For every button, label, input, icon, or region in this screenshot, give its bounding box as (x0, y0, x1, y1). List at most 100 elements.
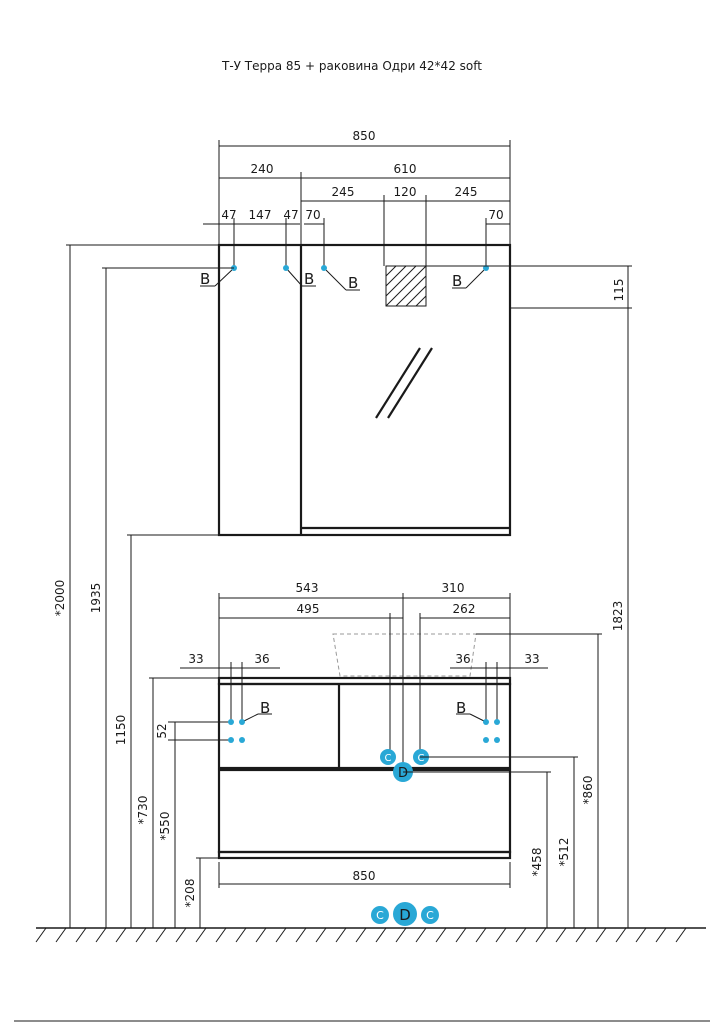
dim-47-b: 47 (283, 208, 298, 222)
floor-hatch-mark (255, 927, 267, 943)
connection-point-icon (483, 719, 489, 725)
dim-36-left: 36 (254, 652, 269, 666)
floor-hatch-mark (495, 927, 507, 943)
dim-h730: *730 (136, 796, 150, 825)
dim-33-right: 33 (524, 652, 539, 666)
dim-h2000: *2000 (53, 580, 67, 617)
height-dimension-lines (66, 244, 629, 928)
d-marker-label: D (399, 906, 411, 924)
floor-hatch-mark (315, 927, 327, 943)
floor-hatch-mark (275, 927, 287, 943)
b-marker-label: B (456, 699, 466, 717)
connection-point-icon (228, 719, 234, 725)
floor-hatch-mark (575, 927, 587, 943)
d-marker-label: D (398, 766, 408, 781)
c-marker-label: C (376, 909, 384, 922)
floor-hatch-mark (35, 927, 47, 943)
dim-115-lines (426, 265, 632, 309)
floor-line (35, 927, 706, 943)
dim-245-left: 245 (332, 185, 355, 199)
floor-hatch-mark (55, 927, 67, 943)
connection-point-icon (494, 719, 500, 725)
floor-hatch-mark (475, 927, 487, 943)
floor-hatch-mark (355, 927, 367, 943)
floor-hatch-mark (595, 927, 607, 943)
dim-36-right: 36 (455, 652, 470, 666)
dim-70-b: 70 (488, 208, 503, 222)
dim-850-bottom: 850 (353, 869, 376, 883)
dim-543: 543 (296, 581, 319, 595)
floor-hatch-mark (135, 927, 147, 943)
vanity-plinth (217, 850, 512, 860)
connection-point-icon (321, 265, 327, 271)
dim-240: 240 (251, 162, 274, 176)
dim-47-a: 47 (221, 208, 236, 222)
dim-33-left: 33 (188, 652, 203, 666)
mirror-glare-icon (375, 347, 433, 419)
dim-115: 115 (612, 279, 626, 302)
floor-hatch-mark (555, 927, 567, 943)
b-markers-top: B B B B (200, 265, 489, 292)
floor-hatch-mark (435, 927, 447, 943)
dim-850-top: 850 (353, 129, 376, 143)
dim-310: 310 (442, 581, 465, 595)
floor-hatch-mark (95, 927, 107, 943)
b-marker-label: B (348, 274, 358, 292)
vanity-upper-drawer (217, 682, 512, 770)
vanity-cabinet (217, 633, 512, 860)
dim-262: 262 (453, 602, 476, 616)
b-markers-lower: B B (228, 699, 500, 743)
drawing-title: Т-У Терра 85 + раковина Одри 42*42 soft (221, 59, 482, 73)
dim-h208: *208 (183, 879, 197, 908)
connection-point-icon (228, 737, 234, 743)
floor-hatch-mark (415, 927, 427, 943)
dim-120: 120 (394, 185, 417, 199)
dim-h1150: 1150 (114, 715, 128, 746)
b-marker-label: B (260, 699, 270, 717)
dim-h1935: 1935 (89, 583, 103, 614)
b-marker-label: B (452, 272, 462, 290)
dim-h458: *458 (530, 848, 544, 877)
cdc-markers-floor: C D C (371, 902, 439, 926)
dim-h512: *512 (557, 838, 571, 867)
mirror-cabinet (217, 243, 512, 537)
dim-h860: *860 (581, 776, 595, 805)
vanity-lower-drawer (217, 768, 512, 854)
floor-hatch-mark (195, 927, 207, 943)
floor-hatch-mark (375, 927, 387, 943)
floor-hatch-mark (115, 927, 127, 943)
floor-hatch-mark (175, 927, 187, 943)
dim-610: 610 (394, 162, 417, 176)
top-dimension-lines (203, 140, 511, 268)
dim-h1823: 1823 (611, 601, 625, 632)
floor-hatch-mark (515, 927, 527, 943)
connection-point-icon (283, 265, 289, 271)
b-marker-label: B (200, 270, 210, 288)
floor-hatch-mark (675, 927, 687, 943)
cd-markers-vanity: C C D (380, 749, 429, 782)
c-marker-icon (371, 906, 389, 924)
connection-point-icon (239, 719, 245, 725)
floor-hatch-mark (335, 927, 347, 943)
floor-hatch-mark (655, 927, 667, 943)
dim-245-right: 245 (455, 185, 478, 199)
floor-hatch-mark (235, 927, 247, 943)
floor-hatch-mark (295, 927, 307, 943)
floor-hatch-mark (395, 927, 407, 943)
floor-hatch-mark (635, 927, 647, 943)
dim-52: 52 (155, 723, 169, 738)
c-marker-icon (380, 749, 396, 765)
floor-hatch-mark (535, 927, 547, 943)
b-marker-label: B (304, 270, 314, 288)
dim-70-a: 70 (305, 208, 320, 222)
mirror-cabinet-outline (217, 243, 512, 537)
sink-outline (332, 633, 477, 677)
lower-dimension-lines (168, 593, 548, 888)
c-marker-label: C (426, 909, 434, 922)
connection-point-icon (494, 737, 500, 743)
floor-hatch-mark (155, 927, 167, 943)
floor-hatch-mark (455, 927, 467, 943)
d-marker-icon (393, 902, 417, 926)
c-marker-label: C (385, 753, 392, 764)
